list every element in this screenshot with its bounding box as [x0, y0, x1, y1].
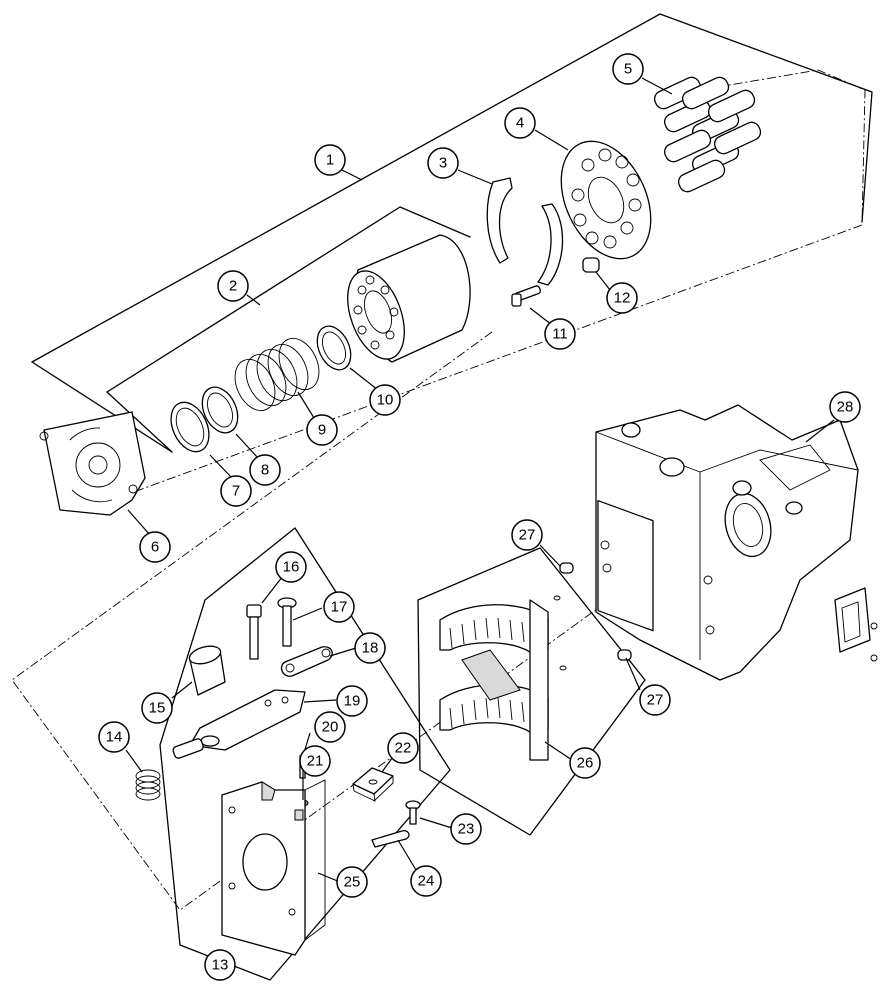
callout-9: 9	[306, 414, 338, 446]
callout-11: 11	[544, 318, 576, 350]
housing-part-28	[595, 404, 878, 681]
bushing-part-12	[582, 257, 600, 273]
spring-part-14	[135, 769, 161, 801]
group-bracket-13	[159, 527, 451, 981]
lever-part-19	[172, 689, 306, 759]
svg-text:21: 21	[307, 753, 324, 770]
svg-text:22: 22	[395, 740, 412, 757]
bearing-cage-part-26	[439, 599, 549, 761]
callout-27b: 27	[639, 684, 671, 716]
dowel-part-27a	[559, 562, 574, 574]
callout-16: 16	[275, 551, 307, 583]
callout-3: 3	[427, 147, 459, 179]
svg-text:17: 17	[331, 599, 348, 616]
group-bracket-2	[106, 206, 471, 453]
svg-text:26: 26	[577, 755, 594, 772]
callout-19: 19	[336, 685, 368, 717]
screw-part-11	[511, 285, 541, 307]
callout-17: 17	[323, 591, 355, 623]
bushing-part-15	[188, 645, 226, 696]
callout-6: 6	[139, 531, 171, 563]
svg-text:25: 25	[344, 874, 361, 891]
link-part-18	[280, 646, 333, 677]
callout-1: 1	[314, 144, 346, 176]
svg-text:9: 9	[318, 422, 326, 439]
svg-text:27: 27	[647, 692, 664, 709]
callout-20: 20	[314, 711, 346, 743]
svg-text:8: 8	[261, 462, 269, 479]
svg-text:19: 19	[344, 693, 361, 710]
svg-text:5: 5	[624, 61, 632, 78]
ring-part-8	[201, 386, 239, 434]
svg-text:20: 20	[322, 719, 339, 736]
retainer-part-3	[486, 177, 564, 286]
svg-text:16: 16	[283, 559, 300, 576]
callout-12: 12	[606, 282, 638, 314]
svg-text:18: 18	[362, 640, 379, 657]
callout-2: 2	[217, 270, 249, 302]
callout-27a: 27	[511, 519, 543, 551]
callout-22: 22	[387, 732, 419, 764]
callout-24: 24	[410, 865, 442, 897]
callout-8: 8	[249, 454, 281, 486]
svg-text:27: 27	[519, 527, 536, 544]
screw-part-23	[405, 800, 421, 825]
svg-text:3: 3	[439, 155, 447, 172]
bolt-part-16	[246, 604, 262, 660]
callout-25: 25	[336, 866, 368, 898]
svg-text:2: 2	[229, 278, 237, 295]
svg-text:1: 1	[326, 152, 334, 169]
callout-14: 14	[98, 721, 130, 753]
svg-text:15: 15	[149, 700, 166, 717]
svg-text:11: 11	[552, 326, 568, 343]
callout-5: 5	[612, 53, 644, 85]
svg-text:24: 24	[418, 873, 435, 890]
ring-part-7	[170, 401, 210, 453]
callout-4: 4	[504, 107, 536, 139]
svg-text:6: 6	[151, 539, 159, 556]
callout-10: 10	[369, 384, 401, 416]
spring-part-9	[234, 337, 320, 412]
piston-plate-part-4	[560, 140, 652, 260]
group-dash-outline-top	[111, 69, 866, 501]
group-bracket-1	[31, 13, 873, 453]
callout-21: 21	[299, 745, 331, 777]
small-dowels	[553, 595, 567, 671]
bracket-plate-part-25	[221, 779, 326, 956]
svg-text:13: 13	[212, 957, 229, 974]
pin-part-24	[371, 830, 410, 848]
cylinder-block	[347, 234, 471, 363]
callout-13: 13	[204, 949, 236, 981]
dowel-part-27b	[617, 649, 632, 661]
leader-lines	[125, 77, 835, 883]
callout-23: 23	[450, 813, 482, 845]
svg-text:7: 7	[232, 483, 240, 500]
callout-18: 18	[354, 632, 386, 664]
bolt-part-17	[277, 597, 297, 647]
svg-text:10: 10	[377, 392, 394, 409]
svg-text:28: 28	[837, 399, 854, 416]
callout-26: 26	[569, 747, 601, 779]
svg-text:4: 4	[516, 115, 524, 132]
ring-part-10	[316, 325, 352, 371]
callout-28: 28	[829, 391, 861, 423]
pistons-part-5	[653, 76, 762, 193]
valve-plate-part-6	[39, 411, 146, 516]
callout-7: 7	[220, 475, 252, 507]
svg-text:12: 12	[614, 290, 631, 307]
pad-part-22	[352, 767, 394, 802]
svg-text:14: 14	[106, 729, 123, 746]
callout-15: 15	[141, 692, 173, 724]
svg-text:23: 23	[458, 821, 475, 838]
